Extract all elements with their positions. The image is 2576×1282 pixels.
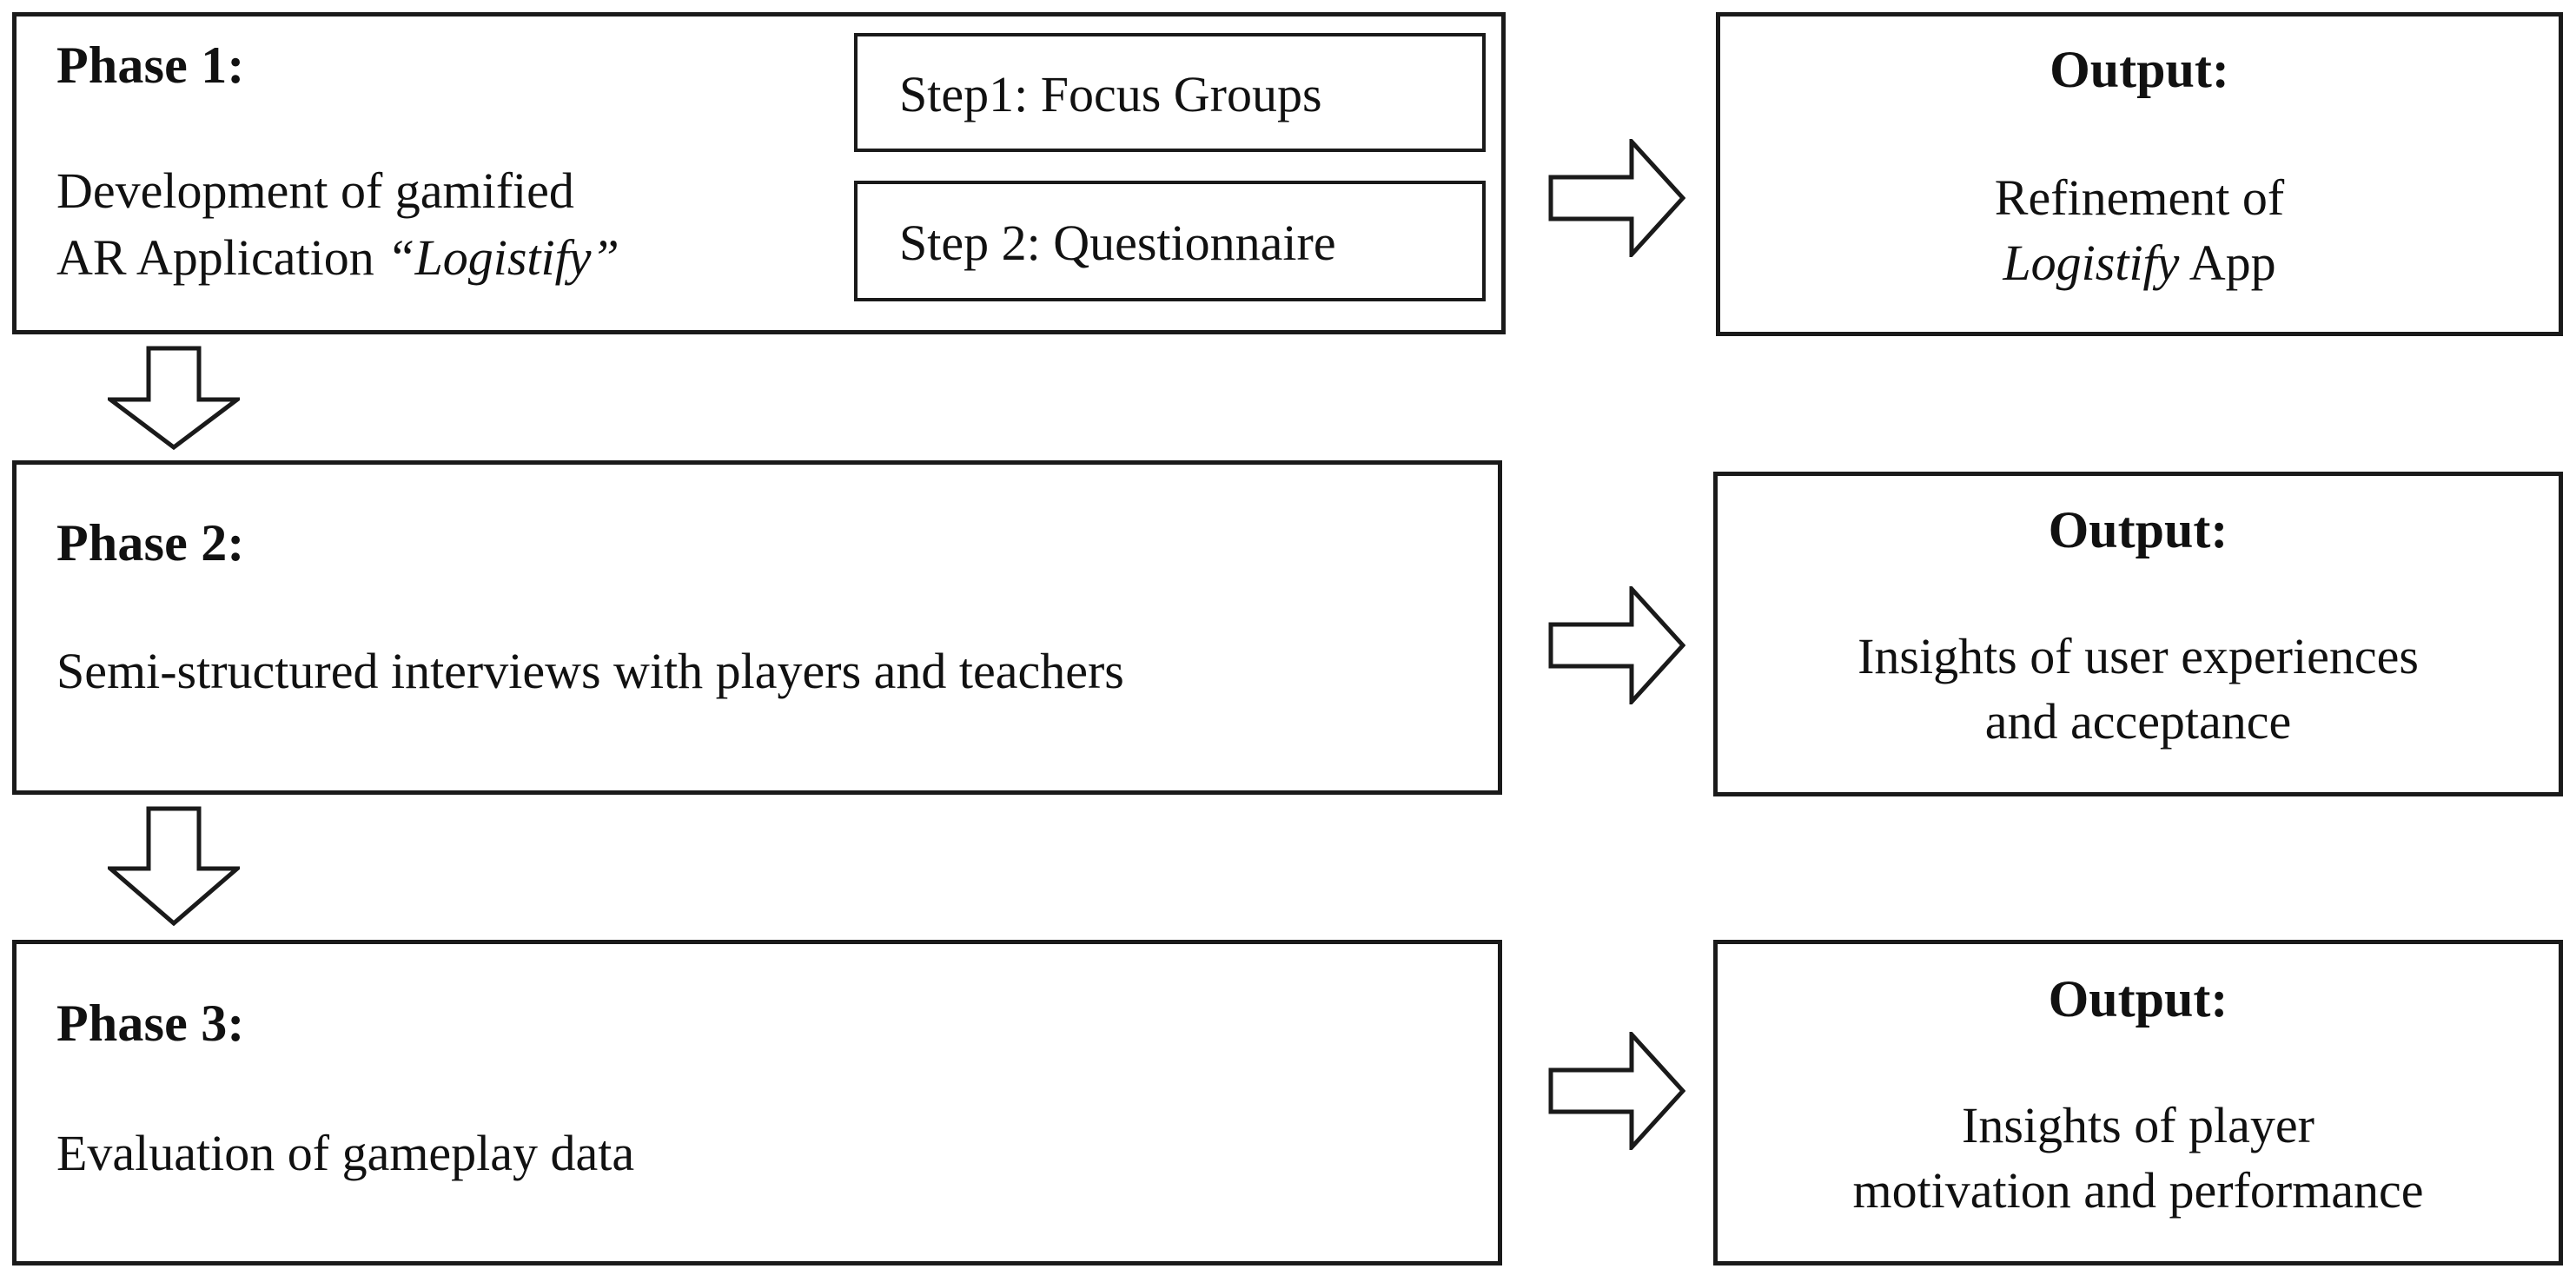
phase-1-step-2-label: Step 2: Questionnaire [899, 215, 1336, 271]
right-arrow-icon [1548, 1032, 1685, 1150]
output-1-app-name: Logistify [2003, 235, 2180, 292]
right-arrow-icon [1548, 586, 1685, 704]
output-1-description-line-1: Refinement of [1994, 169, 2285, 226]
output-2-description: Insights of user experiences and accepta… [1858, 628, 2419, 750]
phase-1-description: Development of gamified AR Application “L… [56, 158, 619, 291]
phase-1-description-line-1: Development of gamified [56, 162, 574, 219]
output-1-description-line-2-suffix: App [2179, 235, 2276, 292]
phase-2-description: Semi-structured interviews with players … [56, 643, 1124, 699]
output-1-description: Refinement of Logistify App [1716, 165, 2563, 296]
output-3-description: Insights of player motivation and perfor… [1852, 1097, 2424, 1219]
right-arrow-icon [1548, 139, 1685, 257]
output-1-title: Output: [2050, 41, 2229, 98]
output-2-title: Output: [2048, 501, 2228, 558]
phase-1-step-1-label: Step1: Focus Groups [899, 66, 1322, 122]
phase-2-box [12, 460, 1502, 795]
down-arrow-icon [108, 346, 240, 450]
output-1-box [1716, 12, 2563, 336]
down-arrow-icon [108, 806, 240, 926]
phase-1-step-1-box [854, 33, 1486, 152]
output-3-title: Output: [2048, 970, 2228, 1028]
phase-1-app-name: “Logistify” [387, 228, 619, 286]
phase-1-title: Phase 1: [56, 36, 245, 94]
phase-3-box [12, 940, 1502, 1265]
phase-3-title: Phase 3: [56, 995, 245, 1052]
phase-3-description: Evaluation of gameplay data [56, 1125, 635, 1181]
output-2-box [1713, 472, 2563, 796]
phase-1-description-line-2: AR Application [56, 228, 387, 286]
phase-1-step-2-box [854, 181, 1486, 301]
phase-2-title: Phase 2: [56, 514, 245, 572]
output-3-box [1713, 940, 2563, 1265]
